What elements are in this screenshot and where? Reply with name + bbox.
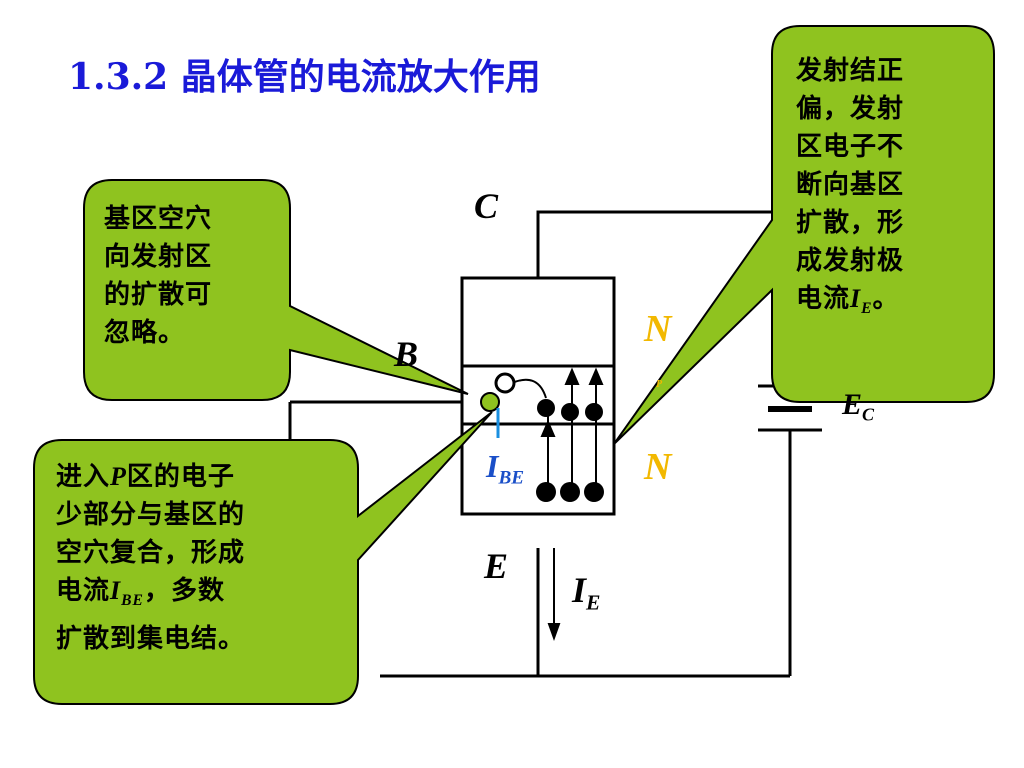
n-region-bottom-label: N: [644, 446, 672, 488]
callout-line: 断向基区: [796, 170, 905, 200]
ie-arrow: [547, 548, 561, 641]
callout-right-text: 发射结正 偏，发射 区电子不 断向基区 扩散，形 成发射极 电流IE。: [796, 52, 986, 328]
base-label: B: [394, 334, 419, 374]
callout-symbol-i: I: [110, 576, 122, 605]
callout-symbol-sub: BE: [121, 592, 144, 610]
callout-line: 发射结正: [796, 56, 905, 86]
callout-line: 忽略。: [104, 318, 186, 348]
callout-shapes: [33, 25, 995, 705]
callout-line: 空穴复合，形成: [56, 538, 246, 568]
callout-bottom-left-shape: [33, 411, 493, 705]
callout-top-left-shape: [83, 179, 469, 401]
electron-paths: [511, 367, 604, 492]
callout-symbol-i: I: [850, 284, 862, 313]
callout-line: 扩散，形: [796, 208, 905, 238]
hole-open: [494, 372, 516, 394]
callout-text-run: 。: [872, 284, 900, 314]
callout-line: 扩散到集电结。: [56, 624, 246, 655]
circuit-wires: [288, 210, 792, 678]
n-region-top-label: N: [644, 308, 672, 350]
callout-right-shape: [613, 25, 995, 445]
callout-symbol-p: P: [110, 462, 127, 491]
ie-label: IE: [572, 572, 600, 614]
callout-text-run: 进入: [56, 462, 111, 492]
collector-wire: [536, 210, 790, 278]
callout-line: 电流IE。: [796, 280, 986, 328]
callout-text-run: 电流: [56, 576, 111, 606]
callout-line: 基区空穴: [104, 204, 213, 234]
callout-bottom-left-text: 进入P区的电子 少部分与基区的 空穴复合，形成 电流IBE，多数 扩散到集电结。: [56, 458, 356, 658]
callout-line: 电流IBE，多数: [56, 572, 356, 620]
ec-label-main: E: [842, 388, 863, 421]
ec-label: EC: [842, 388, 875, 425]
callout-line: 偏，发射: [796, 94, 905, 124]
callout-line: 少部分与基区的: [56, 500, 246, 530]
ibe-label: IBE: [486, 450, 524, 488]
page-title: 1.3.2 晶体管的电流放大作用: [68, 56, 541, 98]
ie-label-sub: E: [586, 590, 601, 615]
ibe-label-main: I: [486, 448, 499, 484]
callout-text-run: 区的电子: [126, 462, 235, 492]
callout-text-run: 电流: [796, 284, 851, 314]
callout-line: 区电子不: [796, 132, 905, 162]
collector-label: C: [474, 186, 499, 226]
callout-text-run: ，多数: [143, 576, 225, 606]
callout-top-left-text: 基区空穴 向发射区 的扩散可 忽略。: [104, 200, 284, 352]
electrons: [536, 399, 604, 502]
callout-line: 成发射极: [796, 246, 905, 276]
callout-line: 进入P区的电子: [56, 458, 356, 496]
ibe-label-sub: BE: [498, 467, 525, 489]
ie-label-main: I: [572, 570, 587, 610]
callout-symbol-sub: E: [861, 300, 873, 318]
callout-line: 向发射区: [104, 242, 213, 272]
callout-line: 的扩散可: [104, 280, 213, 310]
ec-label-sub: C: [862, 404, 875, 425]
hole-recombining: [480, 392, 500, 412]
p-region-label: P: [656, 379, 663, 390]
emitter-label: E: [484, 546, 509, 586]
